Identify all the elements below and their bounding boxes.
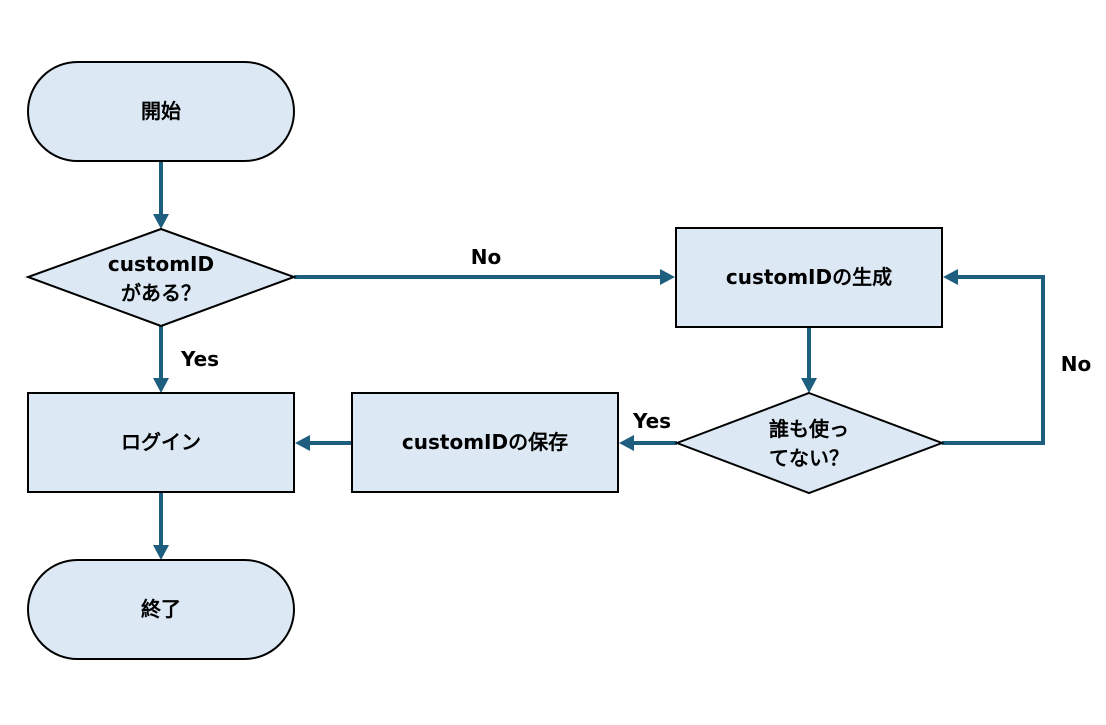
arrowhead bbox=[619, 435, 634, 451]
arrowhead bbox=[295, 435, 310, 451]
edge-label-no-loop: No bbox=[1061, 352, 1091, 376]
start-label: 開始 bbox=[141, 99, 181, 123]
terminator-shape bbox=[27, 61, 295, 162]
unused-label-line1: 誰も使っ bbox=[769, 417, 849, 441]
unused-label-line2: てない？ bbox=[769, 446, 849, 470]
node-end: 終了 bbox=[27, 559, 295, 660]
edges bbox=[153, 162, 1045, 560]
decision-label-line2: がある？ bbox=[121, 281, 201, 305]
process-shape bbox=[675, 227, 943, 328]
arrowhead bbox=[660, 269, 675, 285]
node-unused: 誰も使っ てない？ bbox=[674, 391, 945, 495]
generate-label: customIDの生成 bbox=[726, 265, 892, 289]
arrowhead bbox=[153, 378, 169, 393]
node-start: 開始 bbox=[27, 61, 295, 162]
decision-shape bbox=[25, 227, 297, 328]
process-shape bbox=[27, 392, 295, 493]
node-save: customIDの保存 bbox=[351, 392, 619, 493]
arrowhead bbox=[801, 378, 817, 393]
edge-label-no-generate: No bbox=[471, 245, 501, 269]
node-has-custom-id: customID がある？ bbox=[25, 227, 297, 328]
process-shape bbox=[351, 392, 619, 493]
decision-label-line1: customID bbox=[108, 252, 214, 276]
end-label: 終了 bbox=[141, 597, 181, 621]
arrowhead bbox=[943, 269, 958, 285]
arrowhead bbox=[153, 545, 169, 560]
edge-label-yes-save: Yes bbox=[632, 409, 671, 433]
terminator-shape bbox=[27, 559, 295, 660]
node-login: ログイン bbox=[27, 392, 295, 493]
node-generate: customIDの生成 bbox=[675, 227, 943, 328]
arrowhead bbox=[153, 214, 169, 229]
login-label: ログイン bbox=[121, 430, 201, 454]
edge-unused-loop-to-generate bbox=[942, 275, 1045, 445]
edge-label-yes-login: Yes bbox=[180, 347, 219, 371]
decision-shape bbox=[674, 391, 945, 495]
save-label: customIDの保存 bbox=[402, 430, 568, 454]
